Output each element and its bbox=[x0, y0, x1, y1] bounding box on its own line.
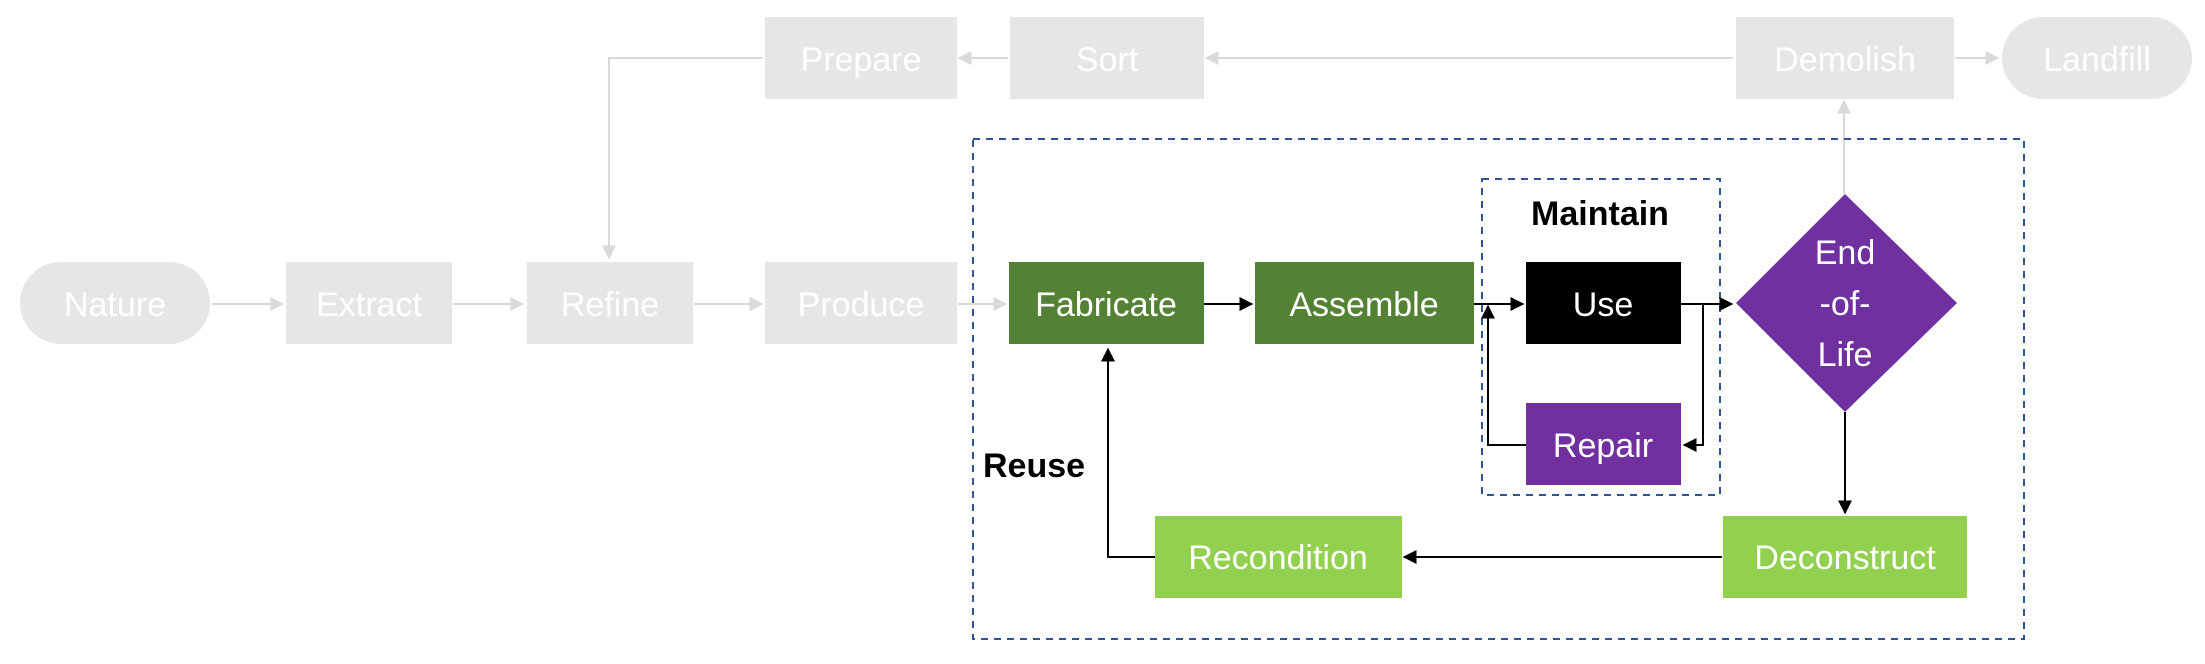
node-recondition: Recondition bbox=[1155, 516, 1402, 598]
node-end-of-life-line-1: End bbox=[1815, 234, 1876, 272]
node-produce-label: Produce bbox=[798, 286, 925, 324]
node-sort: Sort bbox=[1010, 17, 1204, 99]
node-sort-label: Sort bbox=[1076, 41, 1139, 79]
node-repair: Repair bbox=[1526, 403, 1681, 485]
arrow-prepare-refine bbox=[602, 57, 763, 260]
node-extract: Extract bbox=[286, 262, 452, 344]
node-demolish-label: Demolish bbox=[1774, 41, 1916, 79]
node-use: Use bbox=[1526, 262, 1681, 344]
arrow-repair-use bbox=[1481, 304, 1526, 446]
node-fabricate-label: Fabricate bbox=[1035, 286, 1177, 324]
active-connectors bbox=[1101, 297, 1852, 564]
node-prepare-label: Prepare bbox=[801, 41, 922, 79]
node-deconstruct-label: Deconstruct bbox=[1754, 539, 1936, 577]
node-use-label: Use bbox=[1573, 286, 1633, 324]
reuse-boundary bbox=[972, 138, 2025, 640]
node-recondition-label: Recondition bbox=[1188, 539, 1368, 577]
faded-connectors bbox=[212, 51, 2000, 311]
node-refine-label: Refine bbox=[561, 286, 659, 324]
reuse-label: Reuse bbox=[983, 447, 1085, 485]
maintain-boundary bbox=[1481, 178, 1721, 496]
node-deconstruct: Deconstruct bbox=[1723, 516, 1967, 598]
node-demolish: Demolish bbox=[1736, 17, 1954, 99]
node-end-of-life: End -of- Life bbox=[1736, 194, 1957, 412]
node-assemble-label: Assemble bbox=[1289, 286, 1438, 324]
node-nature: Nature bbox=[20, 262, 210, 344]
node-extract-label: Extract bbox=[316, 286, 422, 324]
arrow-use-repair bbox=[1682, 304, 1704, 452]
node-repair-label: Repair bbox=[1553, 427, 1653, 465]
node-assemble: Assemble bbox=[1255, 262, 1474, 344]
arrow-recondition-fabricate bbox=[1101, 347, 1155, 558]
node-refine: Refine bbox=[527, 262, 693, 344]
node-end-of-life-line-2: -of- bbox=[1820, 285, 1871, 323]
node-end-of-life-line-3: Life bbox=[1818, 336, 1873, 374]
maintain-label: Maintain bbox=[1531, 195, 1669, 233]
node-fabricate: Fabricate bbox=[1009, 262, 1204, 344]
node-landfill: Landfill bbox=[2002, 17, 2192, 99]
node-produce: Produce bbox=[765, 262, 957, 344]
node-nature-label: Nature bbox=[64, 286, 166, 324]
node-prepare: Prepare bbox=[765, 17, 957, 99]
node-landfill-label: Landfill bbox=[2043, 41, 2151, 79]
